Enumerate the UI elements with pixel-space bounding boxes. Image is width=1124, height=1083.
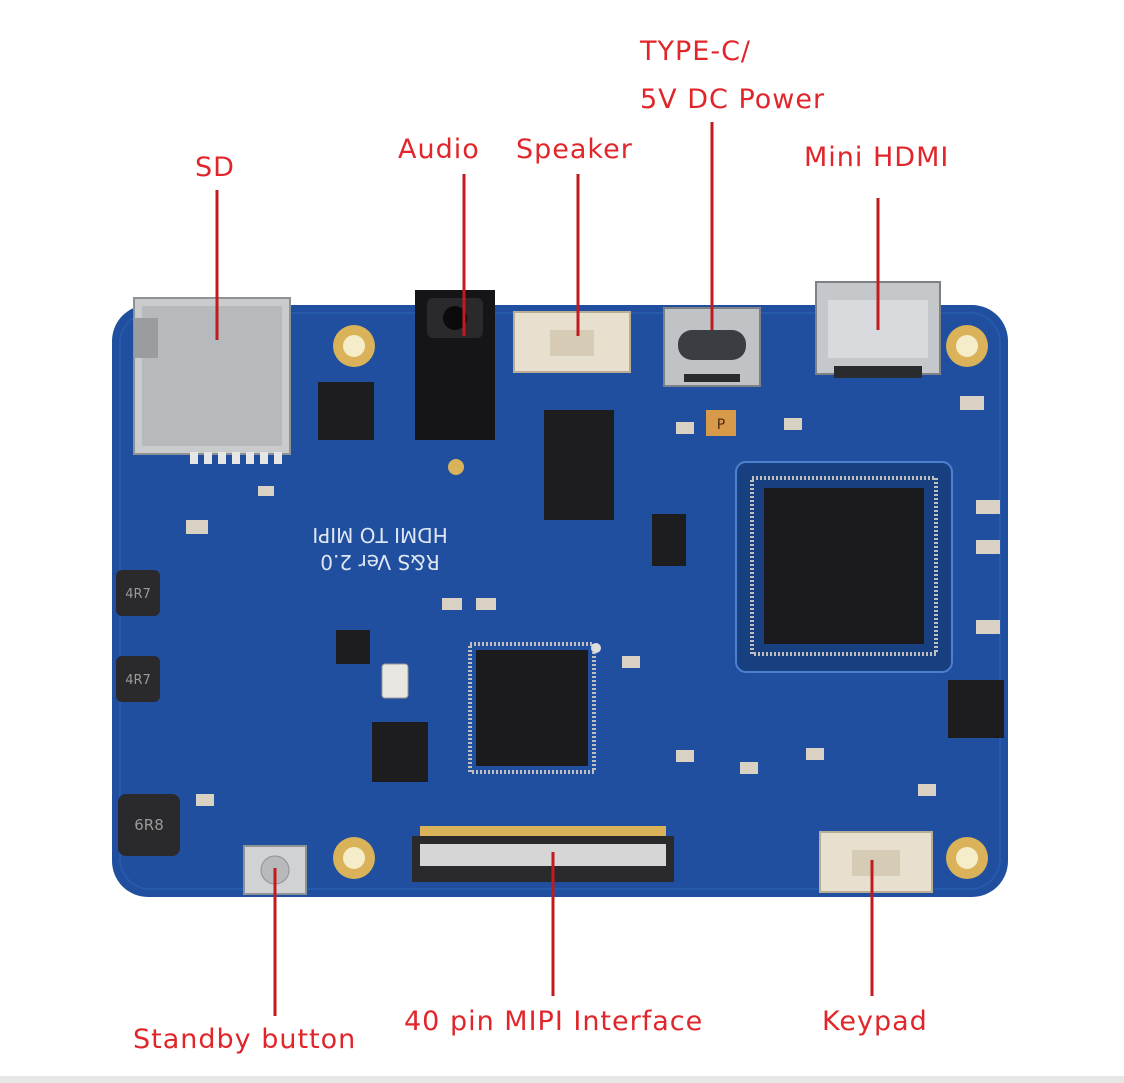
inductors: 4R7 4R7 6R8 (116, 570, 180, 856)
oscillator (381, 663, 409, 699)
label-sd: SD (195, 152, 235, 183)
silk-title: HDMI TO MIPI (312, 523, 447, 547)
mipi-fpc-connector (412, 826, 674, 882)
label-keypad: Keypad (822, 1006, 928, 1037)
label-audio: Audio (398, 134, 480, 165)
small-ics (318, 382, 1004, 782)
bottom-strip (0, 1076, 1124, 1083)
smd-components (186, 396, 1000, 806)
main-processor-chip (735, 461, 953, 673)
capacitor-p (706, 410, 736, 436)
sd-card-slot (133, 297, 291, 464)
inductor-2-mark: 4R7 (125, 673, 151, 688)
audio-jack (415, 290, 495, 475)
keypad-connector (819, 831, 933, 893)
inductor-3-mark: 6R8 (134, 816, 164, 834)
label-type-c-line2: 5V DC Power (640, 84, 826, 115)
speaker-connector (513, 311, 631, 373)
capacitor-mark: P (717, 417, 725, 433)
label-mini-hdmi: Mini HDMI (804, 142, 950, 173)
mounting-holes (333, 325, 988, 879)
board-silkscreen: R&S Ver 2.0 HDMI TO MIPI (312, 523, 447, 574)
label-type-c-line1: TYPE-C/ (640, 36, 752, 67)
label-speaker: Speaker (516, 134, 633, 165)
pcb-board (112, 305, 1008, 897)
inductor-1-mark: 4R7 (125, 587, 151, 602)
silk-version: R&S Ver 2.0 (320, 550, 439, 574)
bridge-chip (468, 642, 601, 774)
label-mipi-interface: 40 pin MIPI Interface (404, 1006, 704, 1037)
label-standby-button: Standby button (133, 1024, 357, 1055)
callout-leader-lines (215, 122, 880, 1016)
